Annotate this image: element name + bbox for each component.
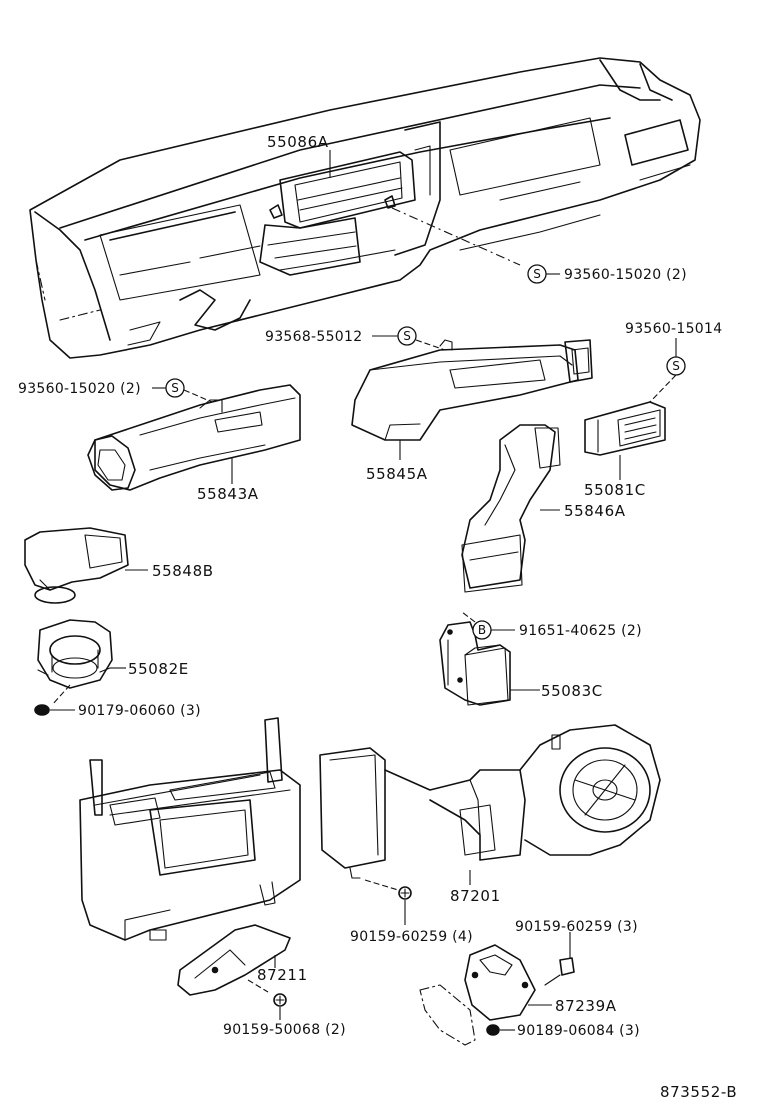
label-55081C: 55081C [584, 481, 646, 499]
label-55846A: 55846A [564, 502, 626, 520]
vent-55082E [37, 619, 113, 689]
dashboard-panel [29, 57, 701, 359]
label-90159-60259-3: 90159-60259 (3) [515, 919, 638, 935]
label-90159-60259-4: 90159-60259 (4) [350, 929, 473, 945]
svg-text:S: S [171, 381, 179, 395]
label-55845A: 55845A [366, 465, 428, 483]
screw-90189-06084 [486, 1024, 500, 1036]
label-93568-55012: 93568-55012 [265, 329, 362, 345]
label-55086A: 55086A [267, 133, 329, 151]
bracket-87211 [177, 924, 291, 996]
vent-55081C [584, 401, 666, 456]
svg-text:S: S [672, 359, 680, 373]
symbol-s-top: S [527, 264, 547, 284]
label-93560-15020-top: 93560-15020 (2) [564, 267, 687, 283]
screw-90179-06060 [34, 704, 50, 716]
label-87201: 87201 [450, 887, 501, 905]
symbol-s-left: S [165, 378, 185, 398]
label-55843A: 55843A [197, 485, 259, 503]
label-91651-40625: 91651-40625 (2) [519, 623, 642, 639]
screw-90159-60259-4 [398, 886, 412, 900]
label-87239A: 87239A [555, 997, 617, 1015]
label-93560-15014: 93560-15014 [625, 321, 722, 337]
symbol-b: B [472, 620, 492, 640]
vent-55083C [439, 621, 511, 706]
label-55083C: 55083C [541, 682, 603, 700]
label-55082E: 55082E [128, 660, 189, 678]
center-vent-55086A [259, 151, 416, 276]
svg-text:B: B [478, 623, 486, 637]
label-90179-06060: 90179-06060 (3) [78, 703, 201, 719]
diagram-code: 873552-B [660, 1083, 737, 1101]
duct-55843A [87, 384, 301, 491]
vent-55848B [24, 527, 129, 604]
screw-90159-50068 [273, 993, 287, 1007]
label-90189-06084: 90189-06084 (3) [517, 1023, 640, 1039]
duct-55846A [461, 424, 561, 593]
bolt-90159-60259-3 [544, 957, 575, 986]
label-87211: 87211 [257, 966, 308, 984]
svg-text:S: S [533, 267, 541, 281]
label-90159-50068: 90159-50068 (2) [223, 1022, 346, 1038]
label-55848B: 55848B [152, 562, 214, 580]
leader-lines [50, 150, 677, 1031]
label-93560-15020-left: 93560-15020 (2) [18, 381, 141, 397]
duct-55845A [351, 339, 593, 441]
symbol-s-mid: S [397, 326, 417, 346]
symbol-s-right: S [666, 356, 686, 376]
cover-87239A [419, 944, 536, 1046]
svg-text:S: S [403, 329, 411, 343]
blower-duct-87201 [319, 724, 661, 879]
heater-unit-87211-assembly [79, 717, 301, 941]
